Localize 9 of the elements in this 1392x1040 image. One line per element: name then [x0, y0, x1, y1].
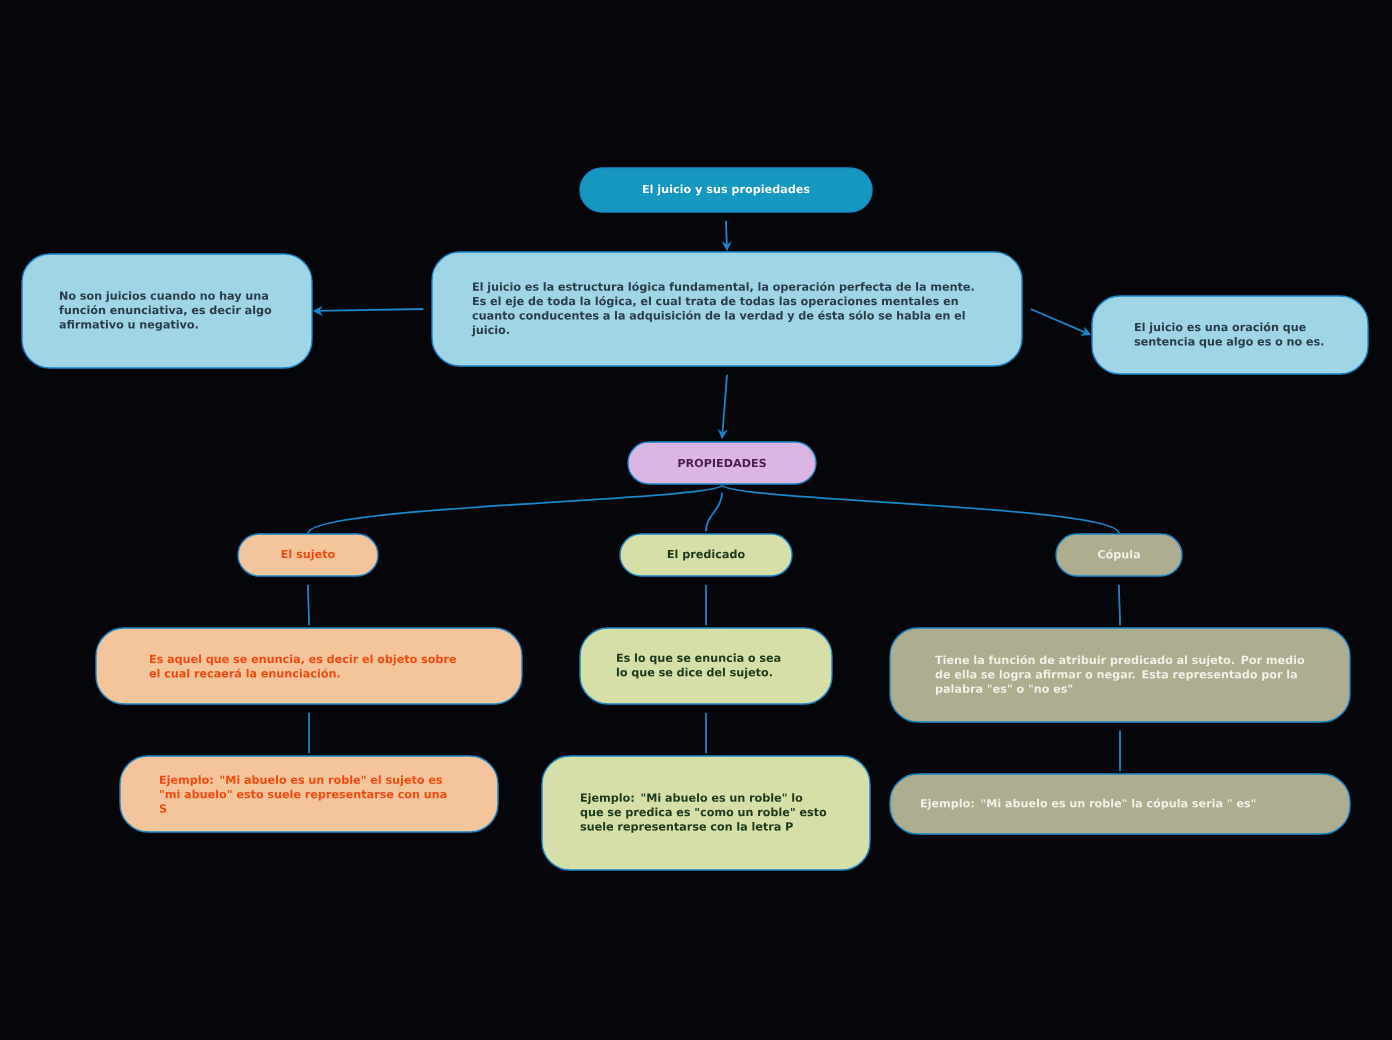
connector	[705, 491, 723, 533]
connector	[308, 711, 310, 755]
connector	[705, 711, 707, 755]
connector	[721, 483, 1120, 535]
connector	[705, 583, 707, 627]
connector	[1119, 729, 1121, 773]
connector	[1118, 583, 1121, 627]
connector	[307, 583, 310, 627]
connector	[307, 483, 723, 535]
